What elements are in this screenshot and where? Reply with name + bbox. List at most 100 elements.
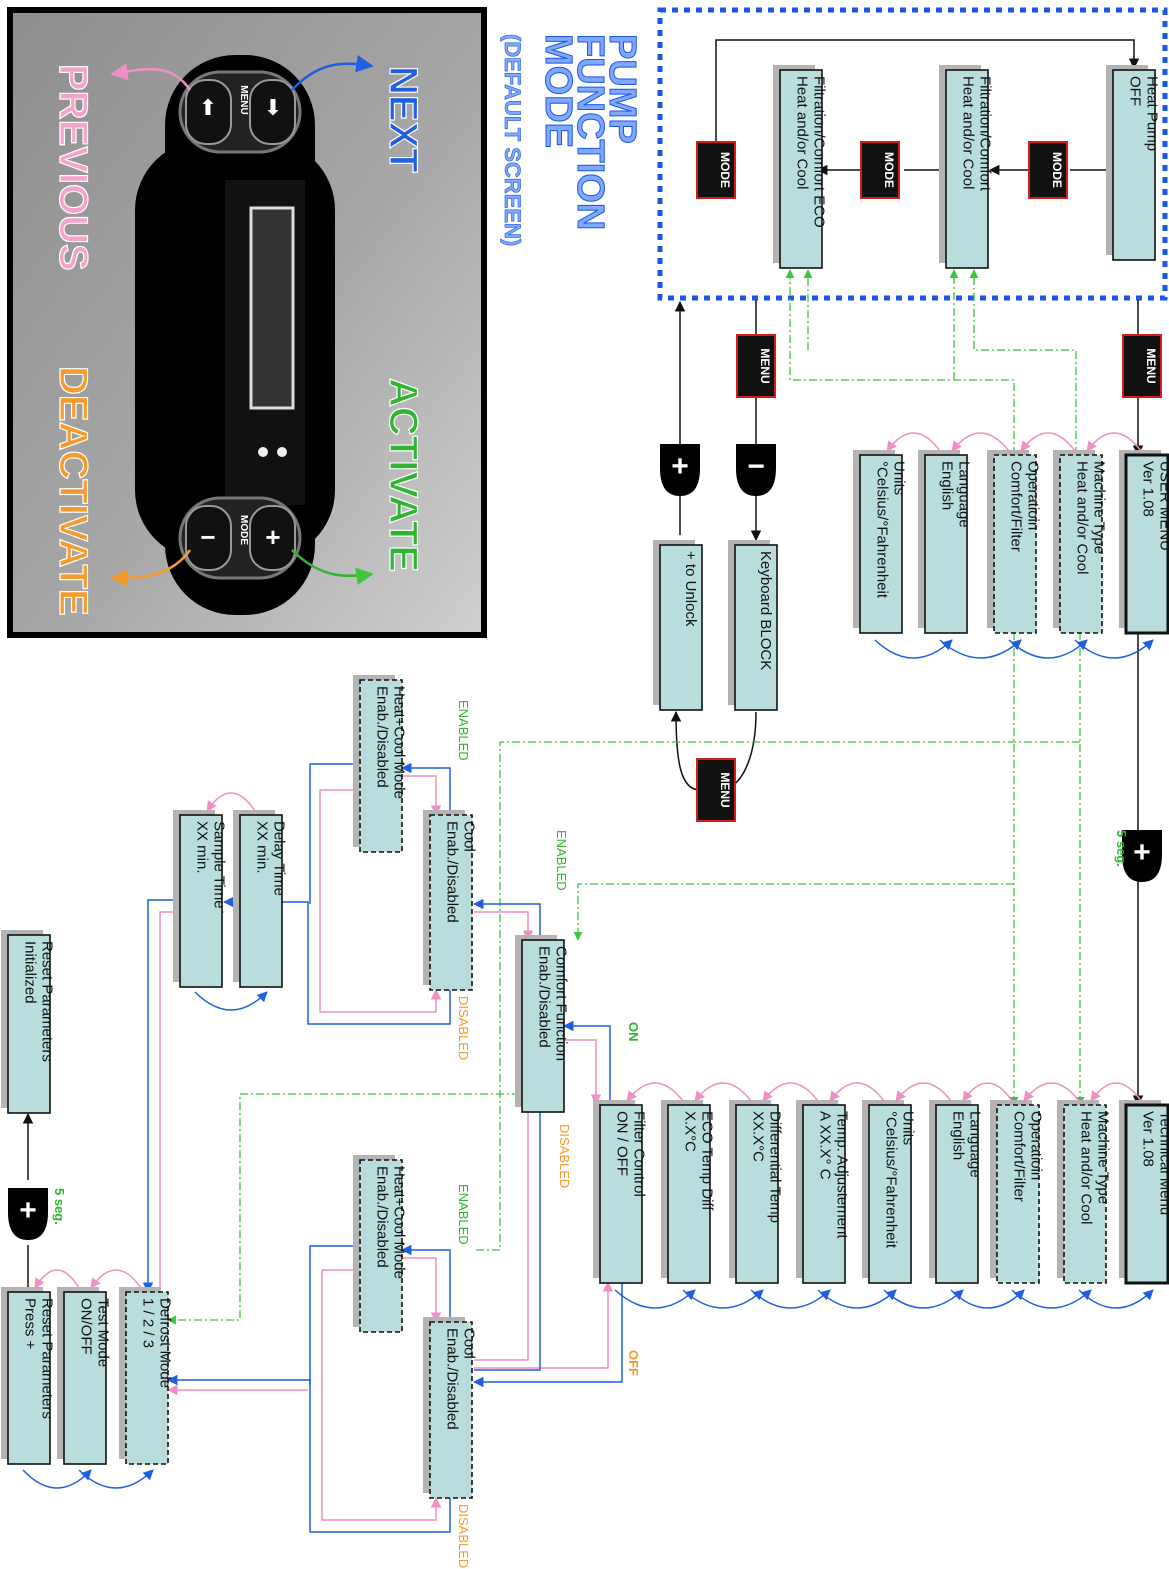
- technical-menu-5-line-2: A XX.X° C: [817, 1111, 834, 1180]
- user-menu-2-line-1: Operatioin: [1025, 461, 1042, 530]
- mode-button-1: MODE: [1029, 142, 1067, 198]
- menu-button-unlock: MENU: [697, 759, 735, 821]
- user-menu-2-line-2: Comfort/Filter: [1008, 461, 1025, 552]
- technical-menu-0-line-1: Technical Menu: [1157, 1111, 1169, 1215]
- disabled-label-2: DISABLED: [456, 996, 471, 1060]
- menu-key-label[interactable]: MENU: [238, 85, 249, 114]
- comfort-function: Comfort FunctionEnab./Disabled: [515, 935, 570, 1112]
- deactivate-label: DEACTIVATE: [51, 366, 95, 616]
- control-panel-illustration: ⬆ ⬇ MENU − + MODE NEXT PREVIOUS ACTIVATE…: [10, 10, 484, 635]
- menu-button-keyboard-label: MENU: [758, 348, 772, 383]
- technical-menu-7-line-2: X.X°C: [682, 1111, 699, 1152]
- comfort-function-line-2: Enab./Disabled: [536, 946, 553, 1048]
- plus-key-technical-symbol: +: [1133, 836, 1151, 869]
- plus-to-unlock-line-1: + to Unlock: [682, 551, 699, 627]
- menu-button-unlock-label: MENU: [718, 772, 732, 807]
- cool-top: CoolEnab./Disabled: [423, 810, 478, 990]
- delay-time-line-2: XX min.: [254, 821, 271, 874]
- menu-button-keyboard: MENU: [737, 335, 775, 397]
- reset-initialized-line-1: Reset Parameters: [39, 941, 56, 1062]
- enabled-label-1: ENABLED: [554, 830, 569, 891]
- technical-menu-0-line-2: Ver 1.08: [1140, 1111, 1157, 1167]
- user-menu-0-line-1: USER MENU: [1157, 461, 1169, 551]
- menu-key-group: ⬆ ⬇ MENU: [180, 72, 300, 152]
- heat-cool-mode-bottom-line-1: Heat+Cool Mode: [391, 1166, 408, 1279]
- user-menu-1-line-2: Heat and/or Cool: [1074, 461, 1091, 574]
- defrost-mode-line-1: Defrost Mode: [157, 1298, 174, 1388]
- display-window: [251, 208, 293, 408]
- user-menu-2: OperatioinComfort/Filter: [987, 450, 1042, 633]
- mode-title-line-3: MODE: [537, 34, 579, 148]
- next-label: NEXT: [381, 66, 425, 173]
- minus-key-block-symbol: −: [747, 450, 765, 483]
- enabled-label-2: ENABLED: [456, 700, 471, 761]
- mode-button-2: MODE: [861, 142, 899, 198]
- minus-key-block: −: [736, 444, 776, 496]
- defrost-mode: Defrost Mode1 / 2 / 3: [119, 1287, 174, 1464]
- technical-menu-5-line-1: Temp. Adjustement: [834, 1111, 851, 1239]
- test-mode-line-1: Test Mode: [95, 1298, 112, 1367]
- hold-label-bottom: 5 seg.: [52, 1188, 67, 1225]
- mode-key-label[interactable]: MODE: [238, 515, 249, 545]
- user-menu-4-line-2: °Celsius/°Fahrenheit: [874, 461, 891, 599]
- technical-menu-1-line-2: Heat and/or Cool: [1078, 1111, 1095, 1224]
- sample-time: Sample TimeXX min.: [173, 810, 228, 987]
- reset-parameters-line-2: Press +: [22, 1298, 39, 1350]
- disabled-label-1: DISABLED: [557, 1124, 572, 1188]
- user-menu-3: LanguageEnglish: [918, 450, 973, 633]
- up-arrow-icon: ⬆: [199, 95, 217, 120]
- menu-button-user: MENU: [1123, 335, 1161, 397]
- mode-button-3-label: MODE: [718, 152, 732, 188]
- cool-bottom: CoolEnab./Disabled: [423, 1317, 478, 1498]
- test-mode-line-2: ON/OFF: [78, 1298, 95, 1355]
- plus-icon: +: [265, 522, 280, 552]
- pump-mode-off-line-1: Heat Pump: [1144, 76, 1161, 151]
- technical-menu-6-line-1: Differential Temp: [767, 1111, 784, 1223]
- technical-menu-2-line-2: Comfort/Filter: [1011, 1111, 1028, 1202]
- plus-key-reset: +: [8, 1188, 48, 1240]
- technical-menu-4-line-1: Units: [900, 1111, 917, 1145]
- technical-menu-6-line-2: XX.X°C: [750, 1111, 767, 1162]
- previous-label: PREVIOUS: [51, 64, 95, 271]
- pump-mode-comfort-line-1: Filtration/Comfort: [977, 76, 994, 192]
- comfort-function-line-1: Comfort Function: [553, 946, 570, 1061]
- activate-label: ACTIVATE: [381, 378, 425, 572]
- cool-bottom-line-1: Cool: [461, 1328, 478, 1359]
- delay-time-line-1: Delay Time: [271, 821, 288, 896]
- off-label: OFF: [626, 1350, 641, 1376]
- mode-key-group: − + MODE: [180, 498, 300, 578]
- pump-mode-comfort-eco-line-2: Heat and/or Cool: [794, 76, 811, 189]
- user-menu-3-line-2: English: [939, 461, 956, 510]
- hold-label-top: 5 seg.: [1114, 830, 1129, 867]
- technical-menu-2-line-1: Operatioin: [1028, 1111, 1045, 1180]
- technical-menu-4-line-2: °Celsius/°Fahrenheit: [883, 1111, 900, 1249]
- disabled-label-3: DISABLED: [456, 1504, 471, 1568]
- plus-to-unlock: + to Unlock: [653, 540, 702, 710]
- down-arrow-icon: ⬇: [264, 95, 282, 120]
- mode-title: PUMP FUNCTION MODE (DEFAULT SCREEN): [500, 34, 643, 246]
- heat-cool-mode-top-line-2: Enab./Disabled: [374, 686, 391, 788]
- defrost-mode-line-2: 1 / 2 / 3: [140, 1298, 157, 1348]
- plus-key-unlock: +: [660, 444, 700, 496]
- mode-button-1-label: MODE: [1050, 152, 1064, 188]
- user-menu-0-line-2: Ver 1.08: [1140, 461, 1157, 517]
- sample-time-line-1: Sample Time: [211, 821, 228, 909]
- mode-title-line-4: (DEFAULT SCREEN): [500, 34, 525, 246]
- technical-menu-0: Technical MenuVer 1.08: [1119, 1100, 1169, 1283]
